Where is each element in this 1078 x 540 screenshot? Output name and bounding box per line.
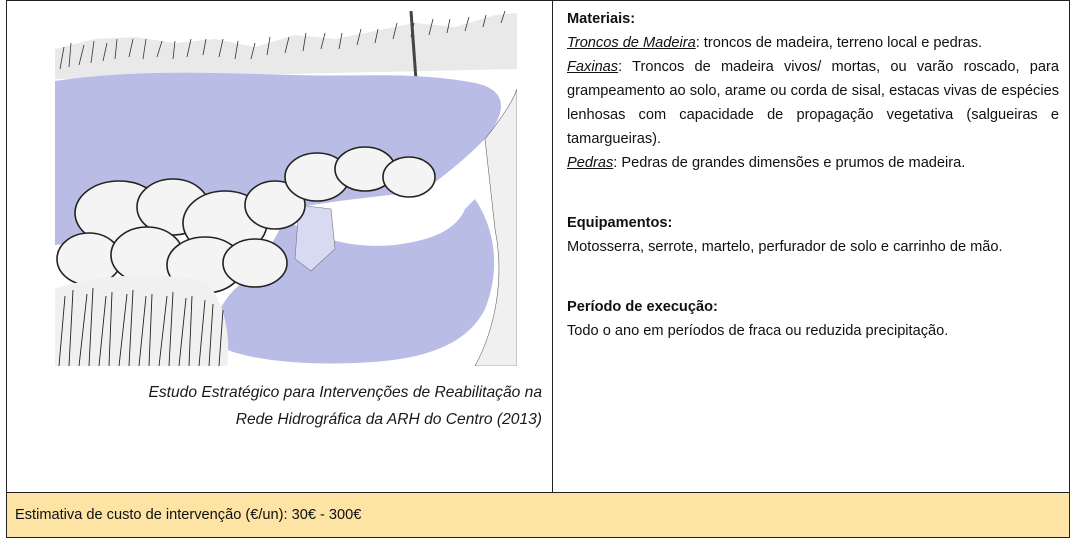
lower-pool bbox=[214, 199, 495, 364]
material-description: : troncos de madeira, terreno local e pe… bbox=[695, 35, 983, 51]
cost-estimate-text: Estimativa de custo de intervenção (€/un… bbox=[15, 507, 362, 523]
details-cell: Materiais: Troncos de Madeira: troncos d… bbox=[553, 1, 1069, 493]
near-bank-grass bbox=[58, 287, 224, 366]
material-description: : Pedras de grandes dimensões e prumos d… bbox=[613, 155, 966, 171]
figure-caption: Estudo Estratégico para Intervenções de … bbox=[42, 379, 542, 433]
equipment-text: Motosserra, serrote, martelo, perfurador… bbox=[567, 239, 1003, 255]
cost-estimate-row: Estimativa de custo de intervenção (€/un… bbox=[6, 492, 1070, 538]
far-bank bbox=[55, 13, 517, 79]
river-drawing-svg bbox=[55, 9, 517, 366]
materials-heading: Materiais: bbox=[567, 11, 636, 27]
material-description: : Troncos de madeira vivos/ mortas, ou v… bbox=[567, 59, 1059, 147]
material-term: Faxinas bbox=[567, 59, 619, 75]
info-table-row: Estudo Estratégico para Intervenções de … bbox=[6, 0, 1070, 493]
material-term: Troncos de Madeira bbox=[567, 35, 696, 51]
near-bank bbox=[55, 275, 229, 366]
intervention-sheet: Estudo Estratégico para Intervenções de … bbox=[6, 0, 1070, 538]
period-heading: Período de execução: bbox=[567, 299, 718, 315]
figure-cell: Estudo Estratégico para Intervenções de … bbox=[7, 1, 553, 493]
caption-line-1: Estudo Estratégico para Intervenções de … bbox=[148, 384, 542, 401]
material-term: Pedras bbox=[567, 155, 614, 171]
far-bank-grass bbox=[59, 10, 506, 70]
material-item-pedras: Pedras: Pedras de grandes dimensões e pr… bbox=[567, 151, 1059, 175]
period-text: Todo o ano em períodos de fraca ou reduz… bbox=[567, 323, 949, 339]
caption-line-2: Rede Hidrográfica da ARH do Centro (2013… bbox=[235, 411, 542, 428]
rock-weir bbox=[56, 146, 436, 294]
material-item-troncos: Troncos de Madeira: troncos de madeira, … bbox=[567, 31, 1059, 55]
equipment-heading: Equipamentos: bbox=[567, 215, 673, 231]
cascade bbox=[294, 204, 336, 272]
river-illustration bbox=[55, 9, 517, 366]
material-item-faxinas: Faxinas: Troncos de madeira vivos/ morta… bbox=[567, 55, 1059, 151]
right-bank bbox=[474, 88, 517, 366]
